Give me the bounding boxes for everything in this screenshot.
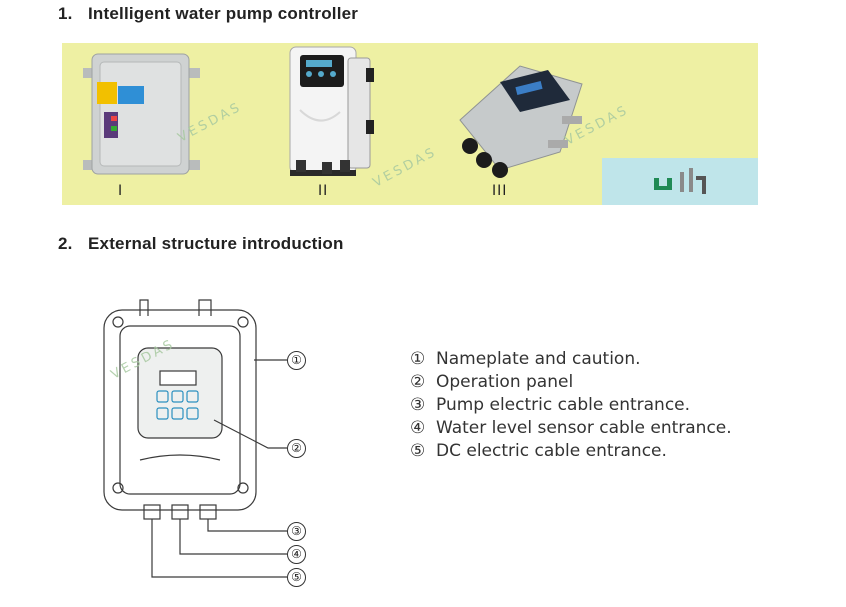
callout-text: Pump electric cable entrance.: [436, 395, 691, 415]
section-1-number: 1.: [58, 4, 73, 23]
section-2-number: 2.: [58, 234, 73, 253]
controller-diagram: [103, 299, 287, 578]
callout-item: ⑤ DC electric cable entrance.: [410, 440, 732, 463]
diagram-marker-5: ⑤: [287, 568, 306, 587]
callout-number: ③: [410, 395, 426, 415]
callout-number: ⑤: [410, 441, 426, 461]
callout-item: ④ Water level sensor cable entrance.: [410, 417, 732, 440]
product-2-image: [289, 46, 374, 176]
callout-text: Operation panel: [436, 372, 574, 392]
callout-number: ②: [410, 372, 426, 392]
product-1-image: [83, 53, 200, 175]
section-2-title: External structure introduction: [88, 234, 344, 253]
diagram-marker-4: ④: [287, 545, 306, 564]
accessory-image: [654, 168, 706, 194]
callout-number: ①: [410, 349, 426, 369]
callout-item: ③ Pump electric cable entrance.: [410, 394, 732, 417]
callout-number: ④: [410, 418, 426, 438]
callout-text: Water level sensor cable entrance.: [436, 418, 732, 438]
callout-text: Nameplate and caution.: [436, 349, 641, 369]
product-3-label: III: [492, 183, 508, 199]
callout-item: ① Nameplate and caution.: [410, 348, 732, 371]
product-3-image: [459, 65, 583, 178]
callout-text: DC electric cable entrance.: [436, 441, 667, 461]
callout-list: ① Nameplate and caution. ② Operation panel…: [410, 348, 732, 463]
section-2-heading: 2. External structure introduction: [58, 234, 344, 254]
section-1-heading: 1. Intelligent water pump controller: [58, 4, 358, 24]
section-1-title: Intelligent water pump controller: [88, 4, 359, 23]
diagram-marker-3: ③: [287, 522, 306, 541]
product-1-label: I: [118, 183, 124, 199]
diagram-marker-1: ①: [287, 351, 306, 370]
product-2-label: II: [318, 183, 329, 199]
diagram-marker-2: ②: [287, 439, 306, 458]
callout-item: ② Operation panel: [410, 371, 732, 394]
